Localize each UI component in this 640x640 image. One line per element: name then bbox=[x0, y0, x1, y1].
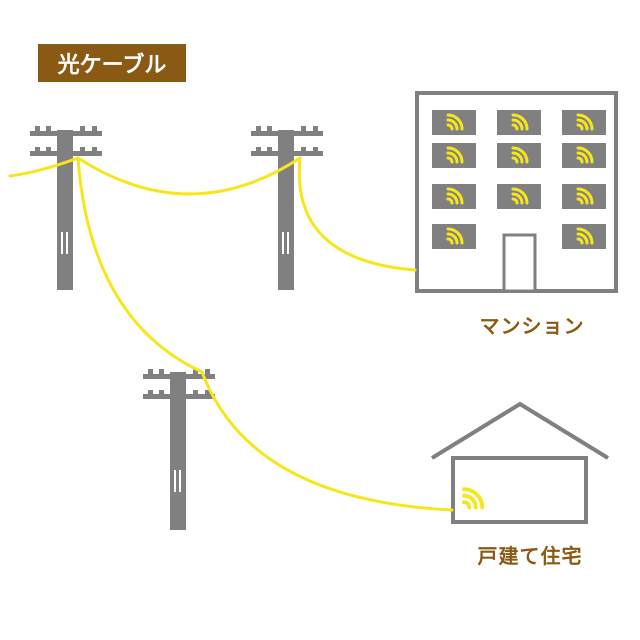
cable-pole1-pole2 bbox=[76, 156, 302, 196]
mansion-door bbox=[502, 233, 537, 293]
wifi-icon bbox=[511, 146, 529, 164]
wifi-icon bbox=[511, 187, 529, 205]
mansion-label: マンション bbox=[479, 314, 585, 338]
cable-incoming bbox=[8, 156, 80, 178]
cable-pole3-house bbox=[200, 370, 454, 512]
wifi-icon bbox=[576, 187, 594, 205]
wifi-icon bbox=[446, 113, 464, 131]
house-label: 戸建て住宅 bbox=[477, 544, 583, 568]
title-badge: 光ケーブル bbox=[38, 44, 186, 82]
house-building bbox=[430, 401, 610, 524]
wifi-icon bbox=[446, 227, 464, 245]
wifi-icon bbox=[446, 187, 464, 205]
wifi-icon bbox=[576, 113, 594, 131]
title-text: 光ケーブル bbox=[57, 53, 167, 78]
wifi-icon bbox=[462, 487, 485, 510]
fiber-cables bbox=[8, 156, 454, 512]
cable-pole1-pole3 bbox=[76, 156, 204, 374]
cable-pole2-mansion bbox=[297, 156, 417, 272]
wifi-icon bbox=[576, 146, 594, 164]
wifi-icon bbox=[576, 227, 594, 245]
utility-pole-1 bbox=[30, 126, 102, 290]
wifi-icon bbox=[446, 146, 464, 164]
wifi-icon bbox=[511, 113, 529, 131]
utility-pole-2 bbox=[251, 126, 323, 290]
wifi-icons bbox=[446, 113, 594, 510]
utility-pole-3 bbox=[143, 369, 215, 530]
